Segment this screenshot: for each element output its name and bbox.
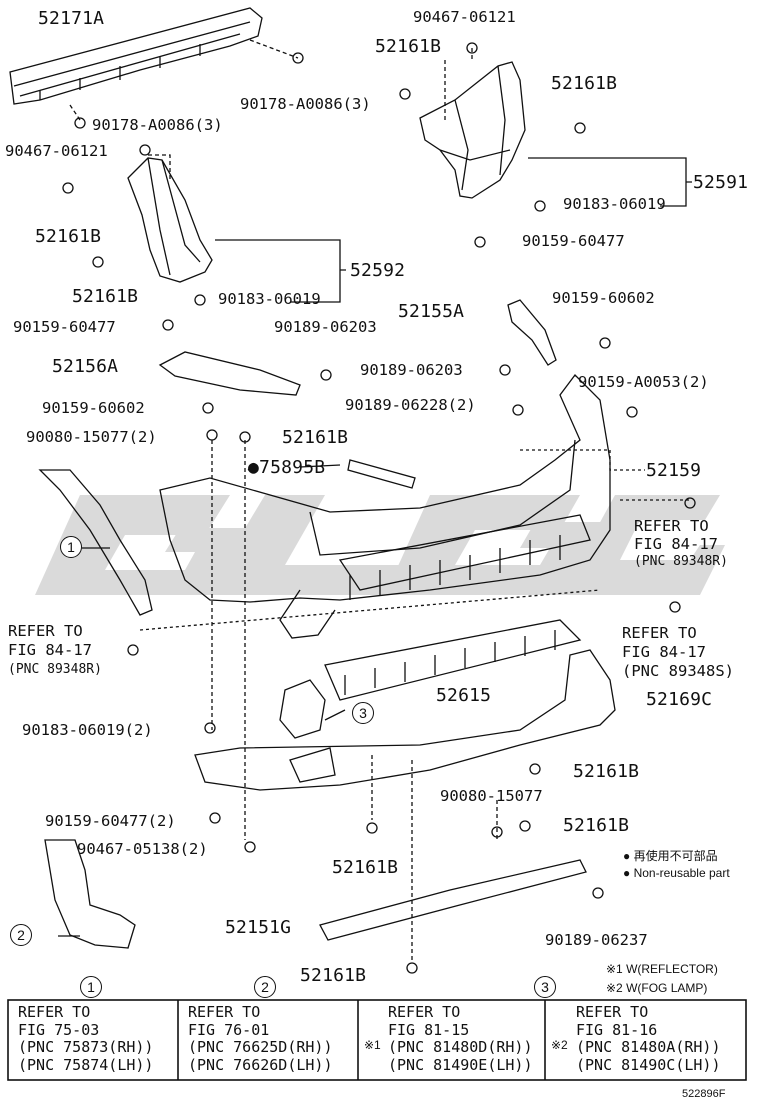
table-cell-4: REFER TO FIG 81-16 (PNC 81480A(RH)) (PNC…: [576, 1003, 721, 1074]
bezel-3: [279, 679, 326, 739]
note-reflector: ※1 W(REFLECTOR): [606, 962, 718, 976]
label-52156a: 52156A: [52, 356, 119, 377]
label-52161b-d: 52161B: [72, 286, 139, 307]
label-90467-05138: 90467-05138(2): [77, 840, 208, 858]
label-52151g: 52151G: [225, 917, 292, 938]
reference-table-frame: [7, 999, 747, 1081]
table-num-2: 2: [254, 976, 276, 998]
label-90178-a0086-top: 90178-A0086(3): [240, 95, 371, 113]
lower-cover-52169c: [194, 649, 616, 791]
label-90189-06203-a: 90189-06203: [274, 318, 377, 336]
label-90159-60602-right: 90159-60602: [552, 289, 655, 307]
label-52159: 52159: [646, 460, 702, 481]
table-cell-3: REFER TO FIG 81-15 (PNC 81480D(RH)) (PNC…: [388, 1003, 533, 1074]
label-52171a: 52171A: [38, 8, 105, 29]
label-52161b-i: 52161B: [300, 965, 367, 986]
legend-reuse-jp: ● 再使用不可部品: [623, 849, 718, 863]
non-reusable-mark: ●: [248, 457, 260, 478]
table-mark-2: ※2: [551, 1038, 568, 1052]
label-90159-60477-right: 90159-60477: [522, 232, 625, 250]
reinforcement-52171a: [9, 7, 263, 105]
label-90159-60602-left: 90159-60602: [42, 399, 145, 417]
refer-block-right-1: REFER TO FIG 84-17 (PNC 89348R): [634, 517, 728, 569]
label-52591: 52591: [693, 172, 749, 193]
label-52615: 52615: [436, 685, 492, 706]
label-90159-60477-2: 90159-60477(2): [45, 812, 176, 830]
bracket-52591: [419, 61, 526, 199]
table-cell-1: REFER TO FIG 75-03 (PNC 75873(RH)) (PNC …: [18, 1003, 154, 1074]
fender-liner: [38, 469, 153, 616]
refer-block-right-2: REFER TO FIG 84-17 (PNC 89348S): [622, 624, 734, 680]
bumper-cover-52159: [159, 374, 611, 639]
label-90159-a0053: 90159-A0053(2): [578, 373, 709, 391]
diagram-id: 522896F: [682, 1088, 726, 1100]
table-mark-1: ※1: [364, 1038, 381, 1052]
label-90178-a0086-left: 90178-A0086(3): [92, 116, 223, 134]
label-90080-15077-2: 90080-15077(2): [26, 428, 157, 446]
label-90183-06019-2: 90183-06019(2): [22, 721, 153, 739]
label-52161b-a: 52161B: [375, 36, 442, 57]
label-90159-60477-left: 90159-60477: [13, 318, 116, 336]
table-num-3: 3: [534, 976, 556, 998]
label-52161b-e: 52161B: [282, 427, 349, 448]
table-num-1: 1: [80, 976, 102, 998]
callout-1: 1: [60, 536, 82, 558]
label-52592: 52592: [350, 260, 406, 281]
note-fog-lamp: ※2 W(FOG LAMP): [606, 981, 708, 995]
label-52161b-g: 52161B: [563, 815, 630, 836]
label-90189-06237: 90189-06237: [545, 931, 648, 949]
retainer-52156a: [158, 351, 301, 396]
label-52161b-c: 52161B: [35, 226, 102, 247]
label-90183-06019-left: 90183-06019: [218, 290, 321, 308]
bracket-52592: [127, 157, 213, 283]
label-52161b-b: 52161B: [551, 73, 618, 94]
callout-3: 3: [352, 702, 374, 724]
label-90080-15077: 90080-15077: [440, 787, 543, 805]
refer-block-left: REFER TO FIG 84-17 (PNC 89348R): [8, 622, 102, 677]
table-cell-2: REFER TO FIG 76-01 (PNC 76625D(RH)) (PNC…: [188, 1003, 333, 1074]
label-75895b: ●75895B: [248, 457, 326, 478]
absorber-52615: [324, 514, 591, 701]
garnish-52151g: [319, 859, 587, 941]
mudguard-2: [44, 839, 136, 949]
label-52155a: 52155A: [398, 301, 465, 322]
legend-non-reusable: ● Non-reusable part: [623, 866, 730, 880]
label-90467-06121-left: 90467-06121: [5, 142, 108, 160]
label-90183-06019-right: 90183-06019: [563, 195, 666, 213]
label-90189-06228: 90189-06228(2): [345, 396, 476, 414]
retainer-52155a: [507, 299, 557, 366]
callout-2: 2: [10, 924, 32, 946]
label-52161b-h: 52161B: [332, 857, 399, 878]
label-52169c: 52169C: [646, 689, 713, 710]
label-52161b-f: 52161B: [573, 761, 640, 782]
label-90467-06121-top: 90467-06121: [413, 8, 516, 26]
label-90189-06203-b: 90189-06203: [360, 361, 463, 379]
